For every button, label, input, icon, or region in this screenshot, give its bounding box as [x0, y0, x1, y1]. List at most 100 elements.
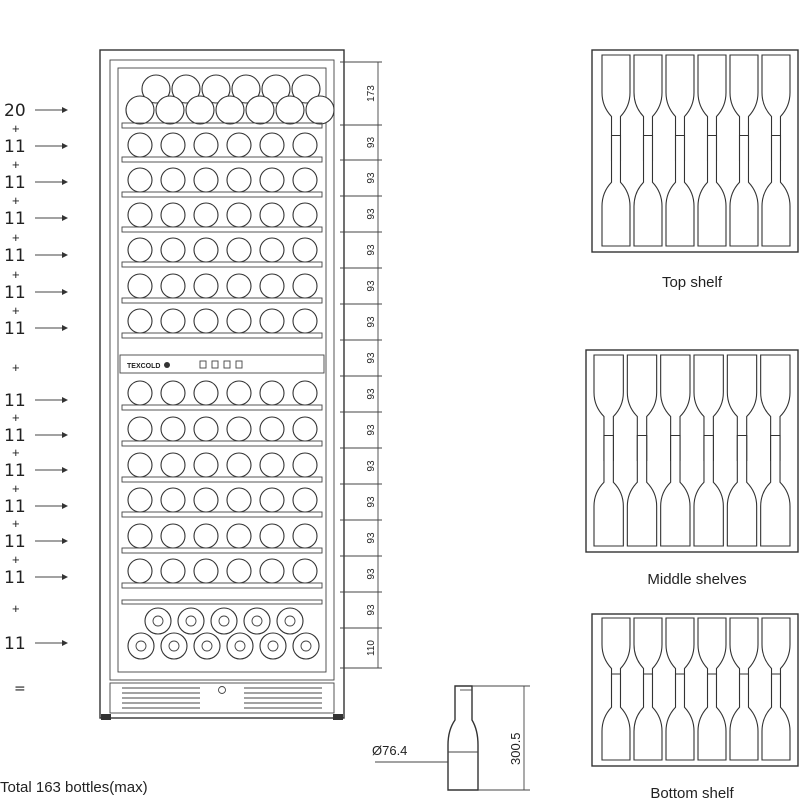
brand-logo: TEXCOLD: [127, 363, 160, 370]
bottle-end: [226, 273, 252, 299]
control-button-1: [199, 360, 207, 369]
bottle-counts: 20+11+11+11+11+11+11+11+11+11+11+11+11+1…: [4, 101, 68, 654]
bottle-end: [185, 95, 215, 125]
dim-value: 93: [366, 424, 377, 436]
shelf-count: 11: [4, 497, 26, 517]
bottle-end: [292, 202, 318, 228]
bottle-profile: [601, 673, 631, 761]
bottle-end: [226, 416, 252, 442]
bottle-end: [160, 273, 186, 299]
plus-sign: +: [12, 303, 20, 318]
bottle-end: [259, 167, 285, 193]
bottle-profile: [760, 434, 791, 547]
dim-value: 93: [366, 388, 377, 400]
cabinet-door: [109, 59, 335, 681]
bottle-end: [259, 452, 285, 478]
bottle-end: [259, 558, 285, 584]
control-panel-frame: [119, 354, 325, 374]
bottle-end: [292, 273, 318, 299]
plus-sign: +: [12, 552, 20, 567]
bottle-end: [243, 607, 271, 635]
dim-value: 110: [366, 640, 377, 656]
bottle-end: [193, 416, 219, 442]
dim-value: 93: [366, 604, 377, 616]
shelf-rail: [121, 156, 323, 163]
plus-sign: +: [12, 193, 20, 208]
top-shelf-title: Top shelf: [662, 274, 723, 291]
bottle-end: [292, 308, 318, 334]
arrow-icon: [62, 432, 68, 438]
top-shelf-panel: Top shelf: [591, 49, 799, 291]
bottle-end: [160, 452, 186, 478]
bottle-end: [226, 558, 252, 584]
bottle-end: [226, 523, 252, 549]
middle-shelf-panel: Middle shelves: [585, 349, 799, 588]
arrow-icon: [62, 215, 68, 221]
bottle-end: [292, 632, 320, 660]
bottle-neck: [168, 640, 180, 652]
bottle-end: [193, 202, 219, 228]
shelf-rail: [121, 547, 323, 554]
dim-value: 93: [366, 280, 377, 292]
dim-value: 93: [366, 532, 377, 544]
plus-sign: +: [12, 157, 20, 172]
bottle-end: [127, 558, 153, 584]
bottle-neck: [135, 640, 147, 652]
middle-shelf-title: Middle shelves: [647, 571, 746, 588]
bottle-end: [292, 237, 318, 263]
plus-sign: +: [12, 267, 20, 282]
bottle-end: [305, 95, 335, 125]
shelf-count: 11: [4, 532, 26, 552]
shelf-detail-panels: Top shelf Middle shelves Bottom shelf: [585, 49, 799, 800]
bottle-end: [160, 523, 186, 549]
bottle-end: [226, 380, 252, 406]
cabinet-interior: [117, 67, 327, 673]
shelf-count: 20: [4, 101, 26, 121]
dim-value: 93: [366, 568, 377, 580]
dim-value: 93: [366, 316, 377, 328]
bottle-end: [127, 487, 153, 513]
bottle-end: [193, 308, 219, 334]
bottle-profile: [697, 673, 727, 761]
bottle-end: [127, 237, 153, 263]
shelf-rail: [121, 191, 323, 198]
bottle-end: [259, 202, 285, 228]
bottle-end: [141, 74, 171, 104]
bottle-end: [276, 607, 304, 635]
middle-shelf-bottles: [593, 354, 791, 547]
bottle-end: [259, 237, 285, 263]
shelf-count: 11: [4, 426, 26, 446]
bottle-end: [292, 416, 318, 442]
shelf-count: 11: [4, 173, 26, 193]
bottle-end: [226, 167, 252, 193]
bottle-end: [275, 95, 305, 125]
shelf-rail: [121, 476, 323, 483]
bottle-profile: [729, 134, 759, 247]
bottle-neck: [201, 640, 213, 652]
bottle-end: [245, 95, 275, 125]
bottle-end: [226, 237, 252, 263]
control-button-3: [223, 360, 231, 369]
bottle-end: [160, 558, 186, 584]
bottle-neck: [267, 640, 279, 652]
bottle-profile: [593, 434, 624, 547]
bottle-end: [127, 416, 153, 442]
bottle-neck: [218, 615, 230, 627]
bottle-profile: [626, 434, 658, 547]
foot-left: [101, 714, 111, 720]
bottle-end: [127, 308, 153, 334]
arrow-icon: [62, 538, 68, 544]
total-bottles-label: Total 163 bottles(max): [0, 779, 148, 796]
bottle-neck: [152, 615, 164, 627]
bottle-end: [259, 632, 287, 660]
bottom-shelf-frame: [591, 613, 799, 767]
equals-sign: =: [14, 681, 26, 697]
base-grille: [109, 682, 335, 714]
shelf-count: 11: [4, 283, 26, 303]
arrow-icon: [62, 397, 68, 403]
bottle-neck: [251, 615, 263, 627]
bottom-shelf-title: Bottom shelf: [650, 785, 734, 800]
bottle-profile: [726, 434, 758, 547]
